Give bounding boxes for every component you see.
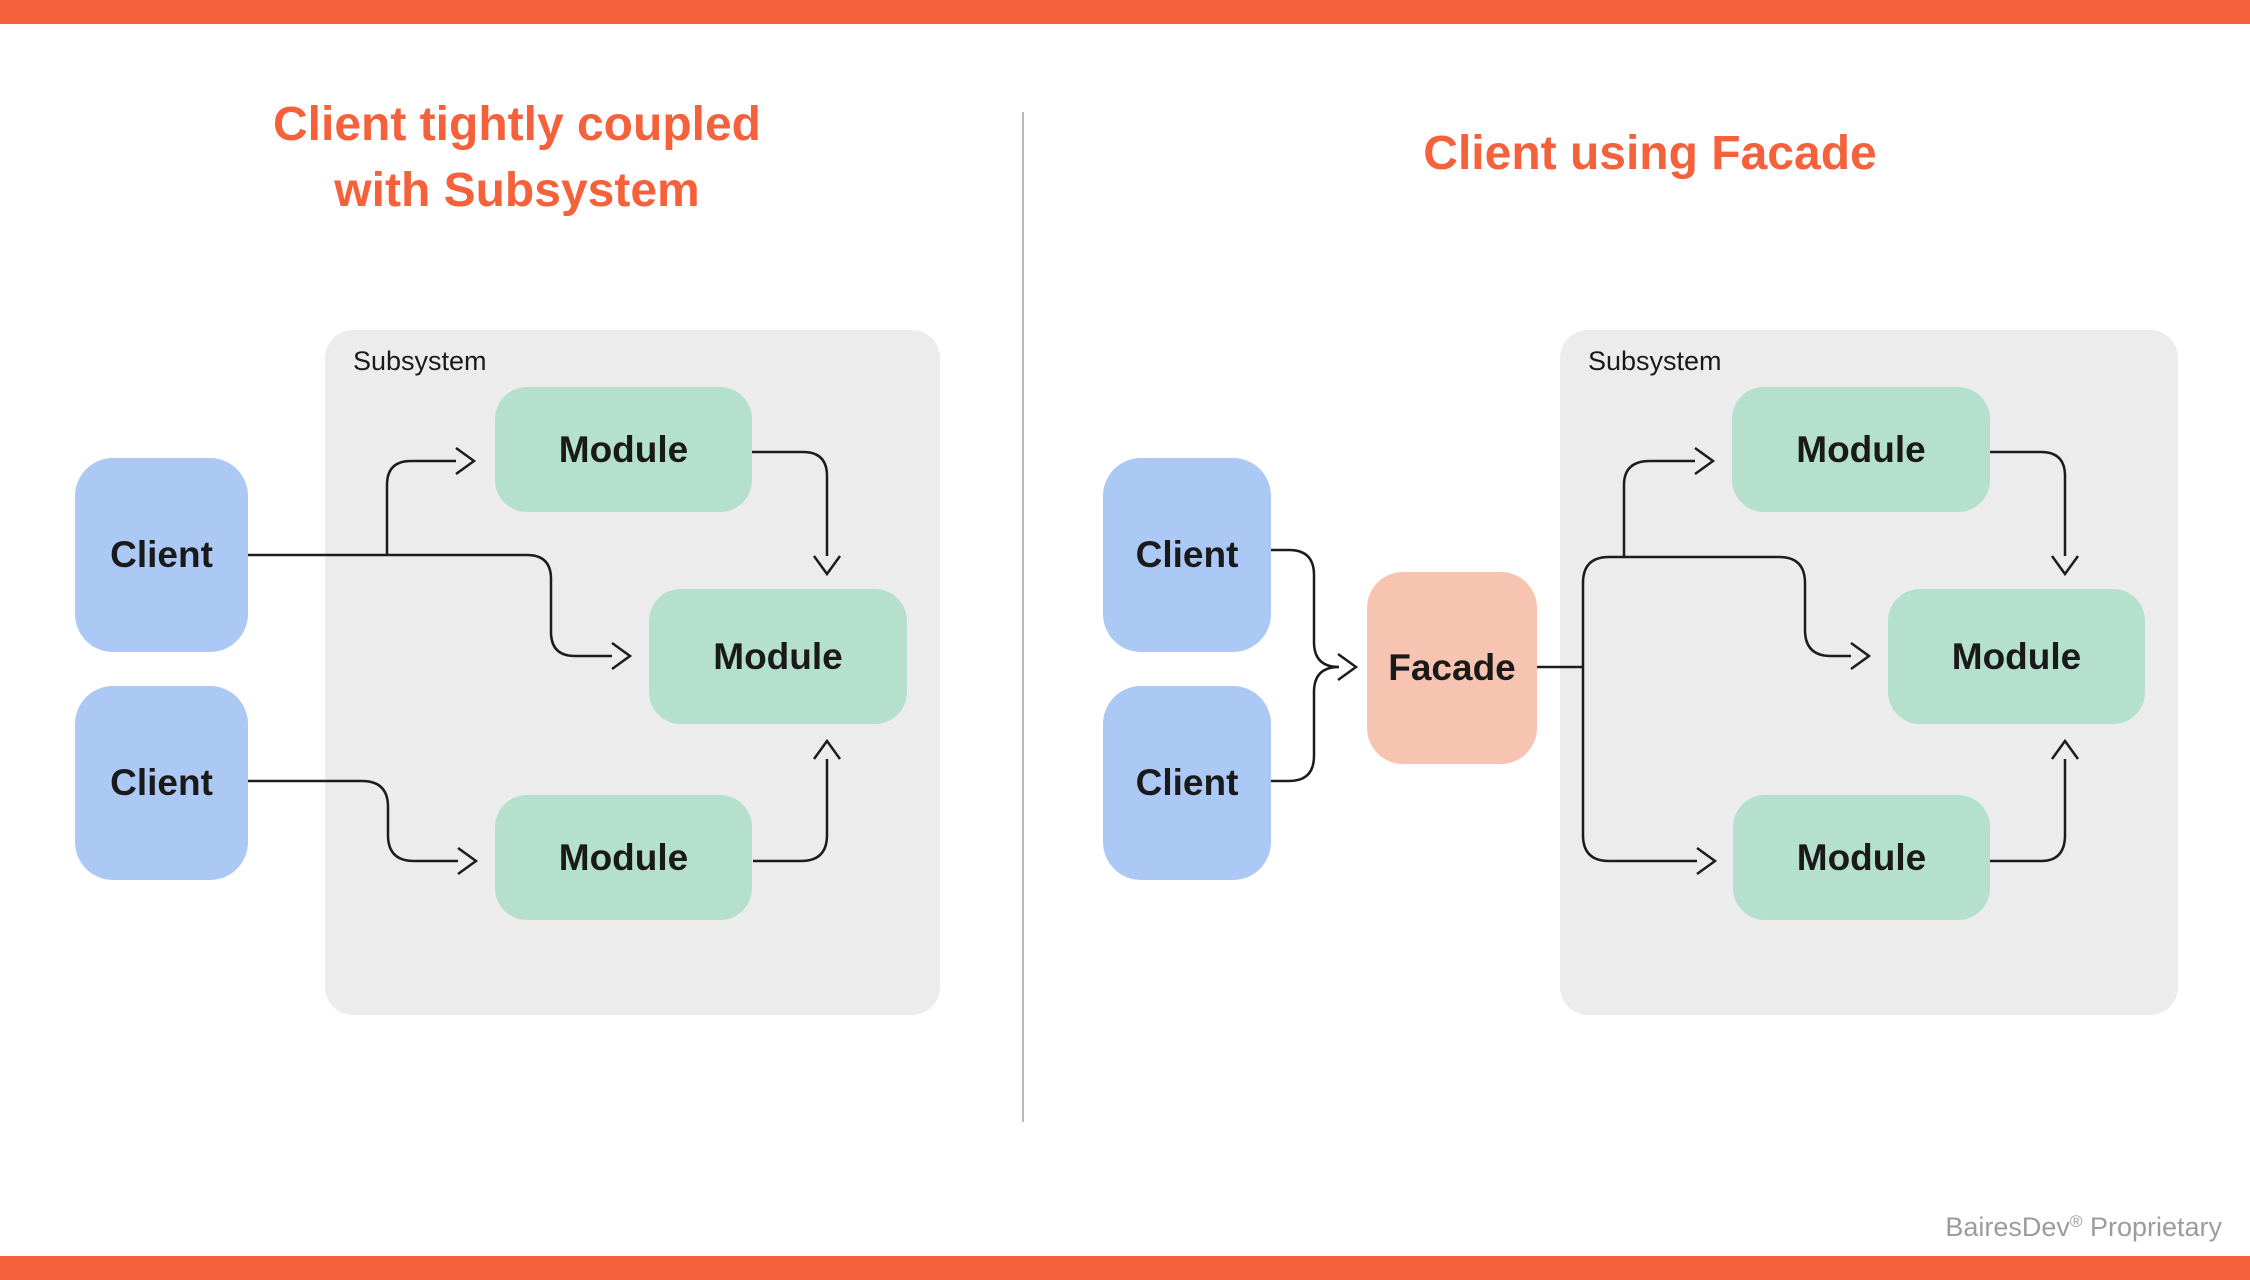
subsystem-label-right: Subsystem: [1588, 346, 1722, 376]
left-title-line1: Client tightly coupled: [273, 98, 761, 151]
registered-mark-icon: ®: [2069, 1212, 2083, 1231]
bottom-accent-bar: [0, 1256, 2250, 1280]
module-box-top-right: Module: [1732, 387, 1990, 512]
module-box-bottom-right: Module: [1733, 795, 1990, 920]
module-box-middle-right: Module: [1888, 589, 2145, 724]
right-panel-title: Client using Facade: [1423, 127, 1877, 180]
footer-brand: BairesDev: [1945, 1212, 2070, 1242]
module-box-top-left: Module: [495, 387, 752, 512]
proprietary-footnote: BairesDev® Proprietary: [1945, 1212, 2222, 1243]
client-box-2-right: Client: [1103, 686, 1271, 880]
panel-divider: [1022, 112, 1024, 1122]
top-accent-bar: [0, 0, 2250, 24]
arrowhead-right-icon: [1337, 652, 1359, 682]
client-box-2-left: Client: [75, 686, 248, 880]
facade-box: Facade: [1367, 572, 1537, 764]
module-box-middle-left: Module: [649, 589, 907, 724]
client-box-1-left: Client: [75, 458, 248, 652]
footer-rest: Proprietary: [2082, 1212, 2222, 1242]
arrow-client1-to-facade: [1271, 548, 1340, 669]
left-title-line2: with Subsystem: [334, 164, 700, 217]
left-panel-title: Client tightly coupled with Subsystem: [117, 92, 917, 224]
subsystem-label-left: Subsystem: [353, 346, 487, 376]
arrow-client2-to-facade: [1271, 665, 1340, 783]
module-box-bottom-left: Module: [495, 795, 752, 920]
client-box-1-right: Client: [1103, 458, 1271, 652]
